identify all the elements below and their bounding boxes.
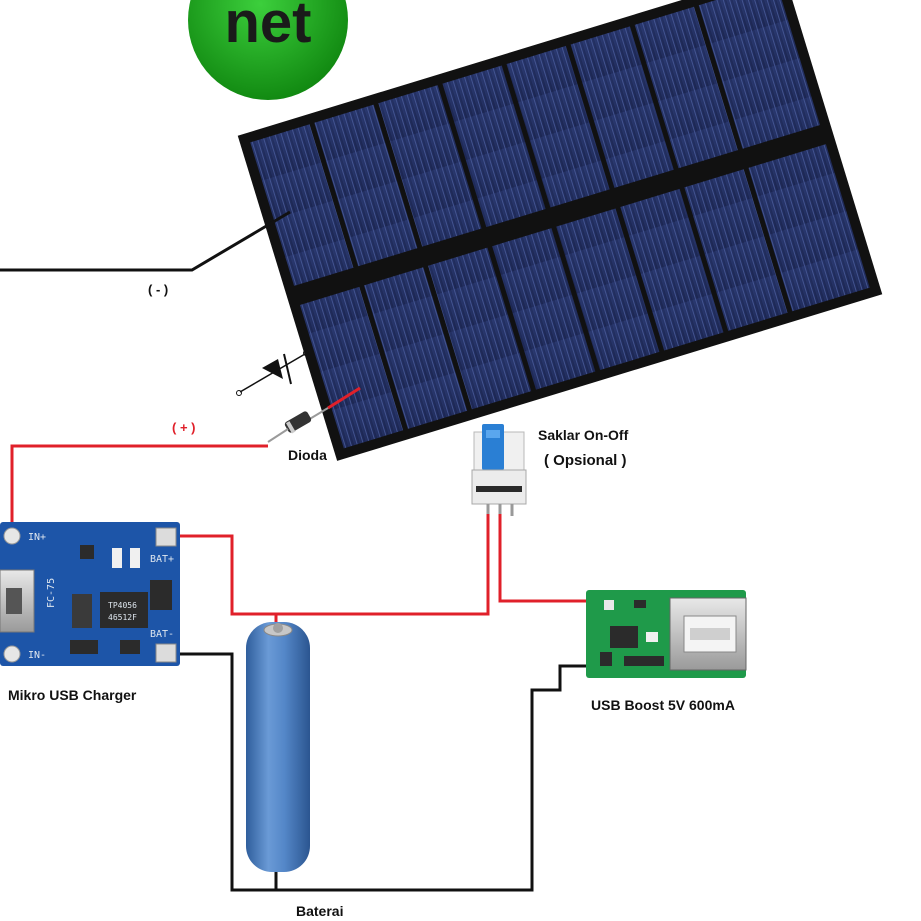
logo-circle <box>188 0 348 100</box>
logo-text: net <box>225 0 312 55</box>
charger-ic <box>100 592 148 628</box>
label-switch: Saklar On-Off <box>538 427 629 443</box>
battery-icon <box>246 622 310 872</box>
label-diode: Dioda <box>288 447 327 463</box>
charger-module: IN+ IN- BAT+ BAT- FC-75 TP4056 46512F <box>0 522 180 666</box>
wire-diode-to-charger <box>10 444 268 530</box>
diode-component <box>267 407 329 443</box>
ic-label-2: 46512F <box>108 613 137 622</box>
wire-negative-return <box>168 652 592 892</box>
diode-symbol-icon <box>236 350 309 396</box>
label-switch-note: ( Opsional ) <box>544 452 627 469</box>
solar-panel-icon <box>237 0 883 461</box>
pin-in-plus: IN+ <box>28 532 46 543</box>
solar-cells <box>250 0 870 449</box>
label-positive: ( + ) <box>172 420 195 435</box>
usb-port-icon <box>669 597 747 671</box>
boost-module <box>586 590 747 678</box>
pin-bat-plus: BAT+ <box>150 554 174 565</box>
wire-panel-negative <box>0 210 291 272</box>
label-charger: Mikro USB Charger <box>8 687 137 703</box>
label-negative: ( - ) <box>148 282 168 297</box>
label-battery: Baterai <box>296 903 343 919</box>
wire-panel-positive <box>327 386 361 410</box>
brand-logo: net <box>188 0 348 100</box>
label-boost: USB Boost 5V 600mA <box>591 697 735 713</box>
wire-bat-plus-to-switch <box>168 514 490 616</box>
usb-label: FC-75 <box>46 578 57 608</box>
switch-icon[interactable] <box>471 424 527 516</box>
pin-in-minus: IN- <box>28 650 46 661</box>
pin-bat-minus: BAT- <box>150 629 174 640</box>
ic-label-1: TP4056 <box>108 601 137 610</box>
usb-port-icon <box>0 569 35 633</box>
wire-switch-to-boost <box>498 514 592 603</box>
